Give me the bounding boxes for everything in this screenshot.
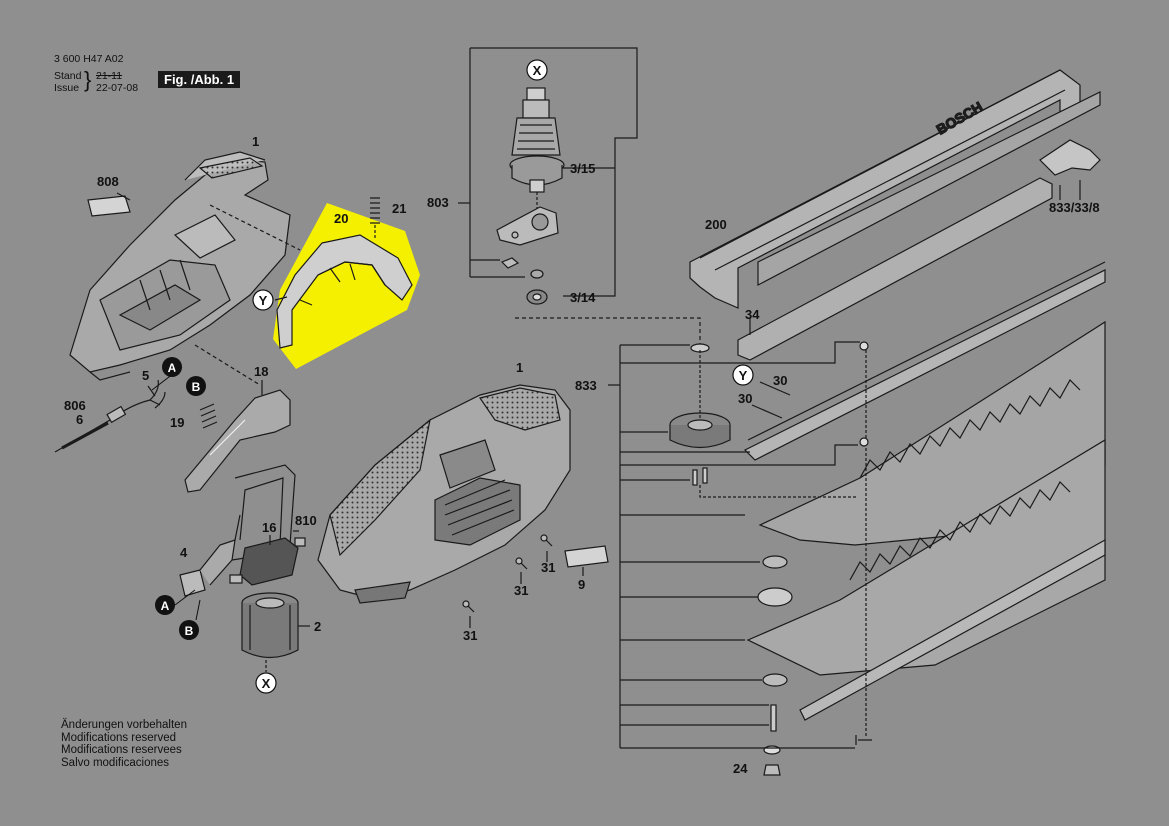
clamp-833-33-8 [1039, 139, 1101, 176]
svg-text:A: A [168, 361, 177, 375]
label-20: 20 [334, 211, 348, 226]
label-31-a: 31 [541, 560, 555, 575]
label-3-15: 3/15 [570, 161, 595, 176]
lower-blade [746, 438, 1106, 676]
screw-31-a [540, 534, 553, 547]
label-833: 833 [575, 378, 597, 393]
disc-c [762, 673, 788, 687]
label-21: 21 [392, 201, 406, 216]
callout-y-right: Y [732, 364, 754, 386]
right-housing-shell [317, 384, 571, 604]
small-bearing-parts [500, 257, 548, 305]
label-803: 803 [427, 195, 449, 210]
nut-rail-top [859, 341, 869, 351]
stand-label: Stand [54, 70, 82, 82]
label-808: 808 [97, 174, 119, 189]
label-4: 4 [180, 545, 188, 560]
gear [669, 412, 731, 449]
callout-x-bottom: X [255, 672, 277, 694]
label-34: 34 [745, 307, 760, 322]
label-833-33-8: 833/33/8 [1049, 200, 1100, 215]
screw-31-c [462, 600, 475, 613]
footer-line-es: Salvo modificaciones [61, 756, 170, 769]
armature-3-15 [509, 87, 565, 210]
spring-21 [370, 197, 380, 240]
svg-text:Y: Y [259, 293, 268, 308]
handle-bracket-20 [276, 234, 413, 349]
callout-b-upper: B [186, 376, 206, 396]
svg-text:X: X [262, 676, 271, 691]
cable-lead-5 [149, 379, 166, 409]
svg-text:B: B [192, 380, 201, 394]
pin-30-b [751, 404, 783, 419]
highlight-part-20 [273, 203, 420, 369]
callout-a-lower: A [155, 595, 175, 615]
label-5: 5 [142, 368, 149, 383]
label-2: 2 [314, 619, 321, 634]
issue-label: Issue [54, 82, 80, 94]
label-31-b: 31 [514, 583, 528, 598]
rail-34 [737, 177, 1053, 361]
label-810: 810 [295, 513, 317, 528]
field-coil-2 [241, 592, 299, 659]
label-18: 18 [254, 364, 268, 379]
figure-label: Fig. /Abb. 1 [158, 71, 241, 88]
label-200: 200 [705, 217, 727, 232]
pin-30-a [759, 381, 791, 396]
flat-bar [799, 538, 1106, 721]
label-19: 19 [170, 415, 184, 430]
label-1-lower: 1 [516, 360, 523, 375]
spring-19 [199, 403, 218, 429]
footer-notes: Änderungen vorbehalten Modifications res… [61, 719, 187, 769]
label-16: 16 [262, 520, 276, 535]
callout-x-top: X [526, 59, 548, 81]
pin-b [702, 467, 708, 484]
callout-b-lower: B [179, 620, 199, 640]
brace-glyph: } [84, 67, 92, 92]
brush-holder-16 [229, 537, 306, 586]
washer-24 [763, 745, 781, 755]
switch-lever-18 [184, 389, 291, 493]
stand-value: 21-11 [96, 70, 123, 82]
label-3-14: 3/14 [570, 290, 596, 305]
svg-text:X: X [533, 63, 542, 78]
label-plate-9 [564, 545, 609, 568]
pin-a [692, 469, 698, 486]
nut-rail-mid [859, 437, 869, 447]
footer-line-fr: Modifications reservees [61, 744, 182, 756]
left-housing-shell [69, 151, 291, 381]
screw-rail [855, 735, 872, 745]
label-plate-808 [87, 195, 131, 217]
svg-text:B: B [185, 624, 194, 638]
footer-line-de: Änderungen vorbehalten [61, 719, 187, 731]
blade-guard-200 [689, 69, 1101, 309]
label-24: 24 [733, 761, 748, 776]
nut-24 [763, 764, 781, 776]
label-6: 6 [76, 412, 83, 427]
cable-806 [54, 399, 161, 453]
label-806: 806 [64, 398, 86, 413]
label-30-a: 30 [773, 373, 787, 388]
label-31-c: 31 [463, 628, 477, 643]
callout-a-upper: A [162, 357, 182, 377]
svg-text:Y: Y [739, 368, 748, 383]
rail-30 [743, 261, 1106, 461]
document-number: 3 600 H47 A02 [54, 53, 124, 65]
issue-value: 22-07-08 [96, 82, 139, 94]
switch-4 [179, 514, 246, 597]
disc-b [757, 587, 793, 607]
bearing-plate [496, 206, 559, 246]
label-1-upper: 1 [252, 134, 259, 149]
label-30-b: 30 [738, 391, 752, 406]
svg-text:A: A [161, 599, 170, 613]
footer-line-en: Modifications reserved [61, 731, 177, 744]
label-9: 9 [578, 577, 585, 592]
screw-31-b [515, 557, 528, 570]
callout-y-left: Y [252, 289, 274, 311]
disc-a [762, 555, 788, 569]
bolt-pin [770, 704, 777, 732]
